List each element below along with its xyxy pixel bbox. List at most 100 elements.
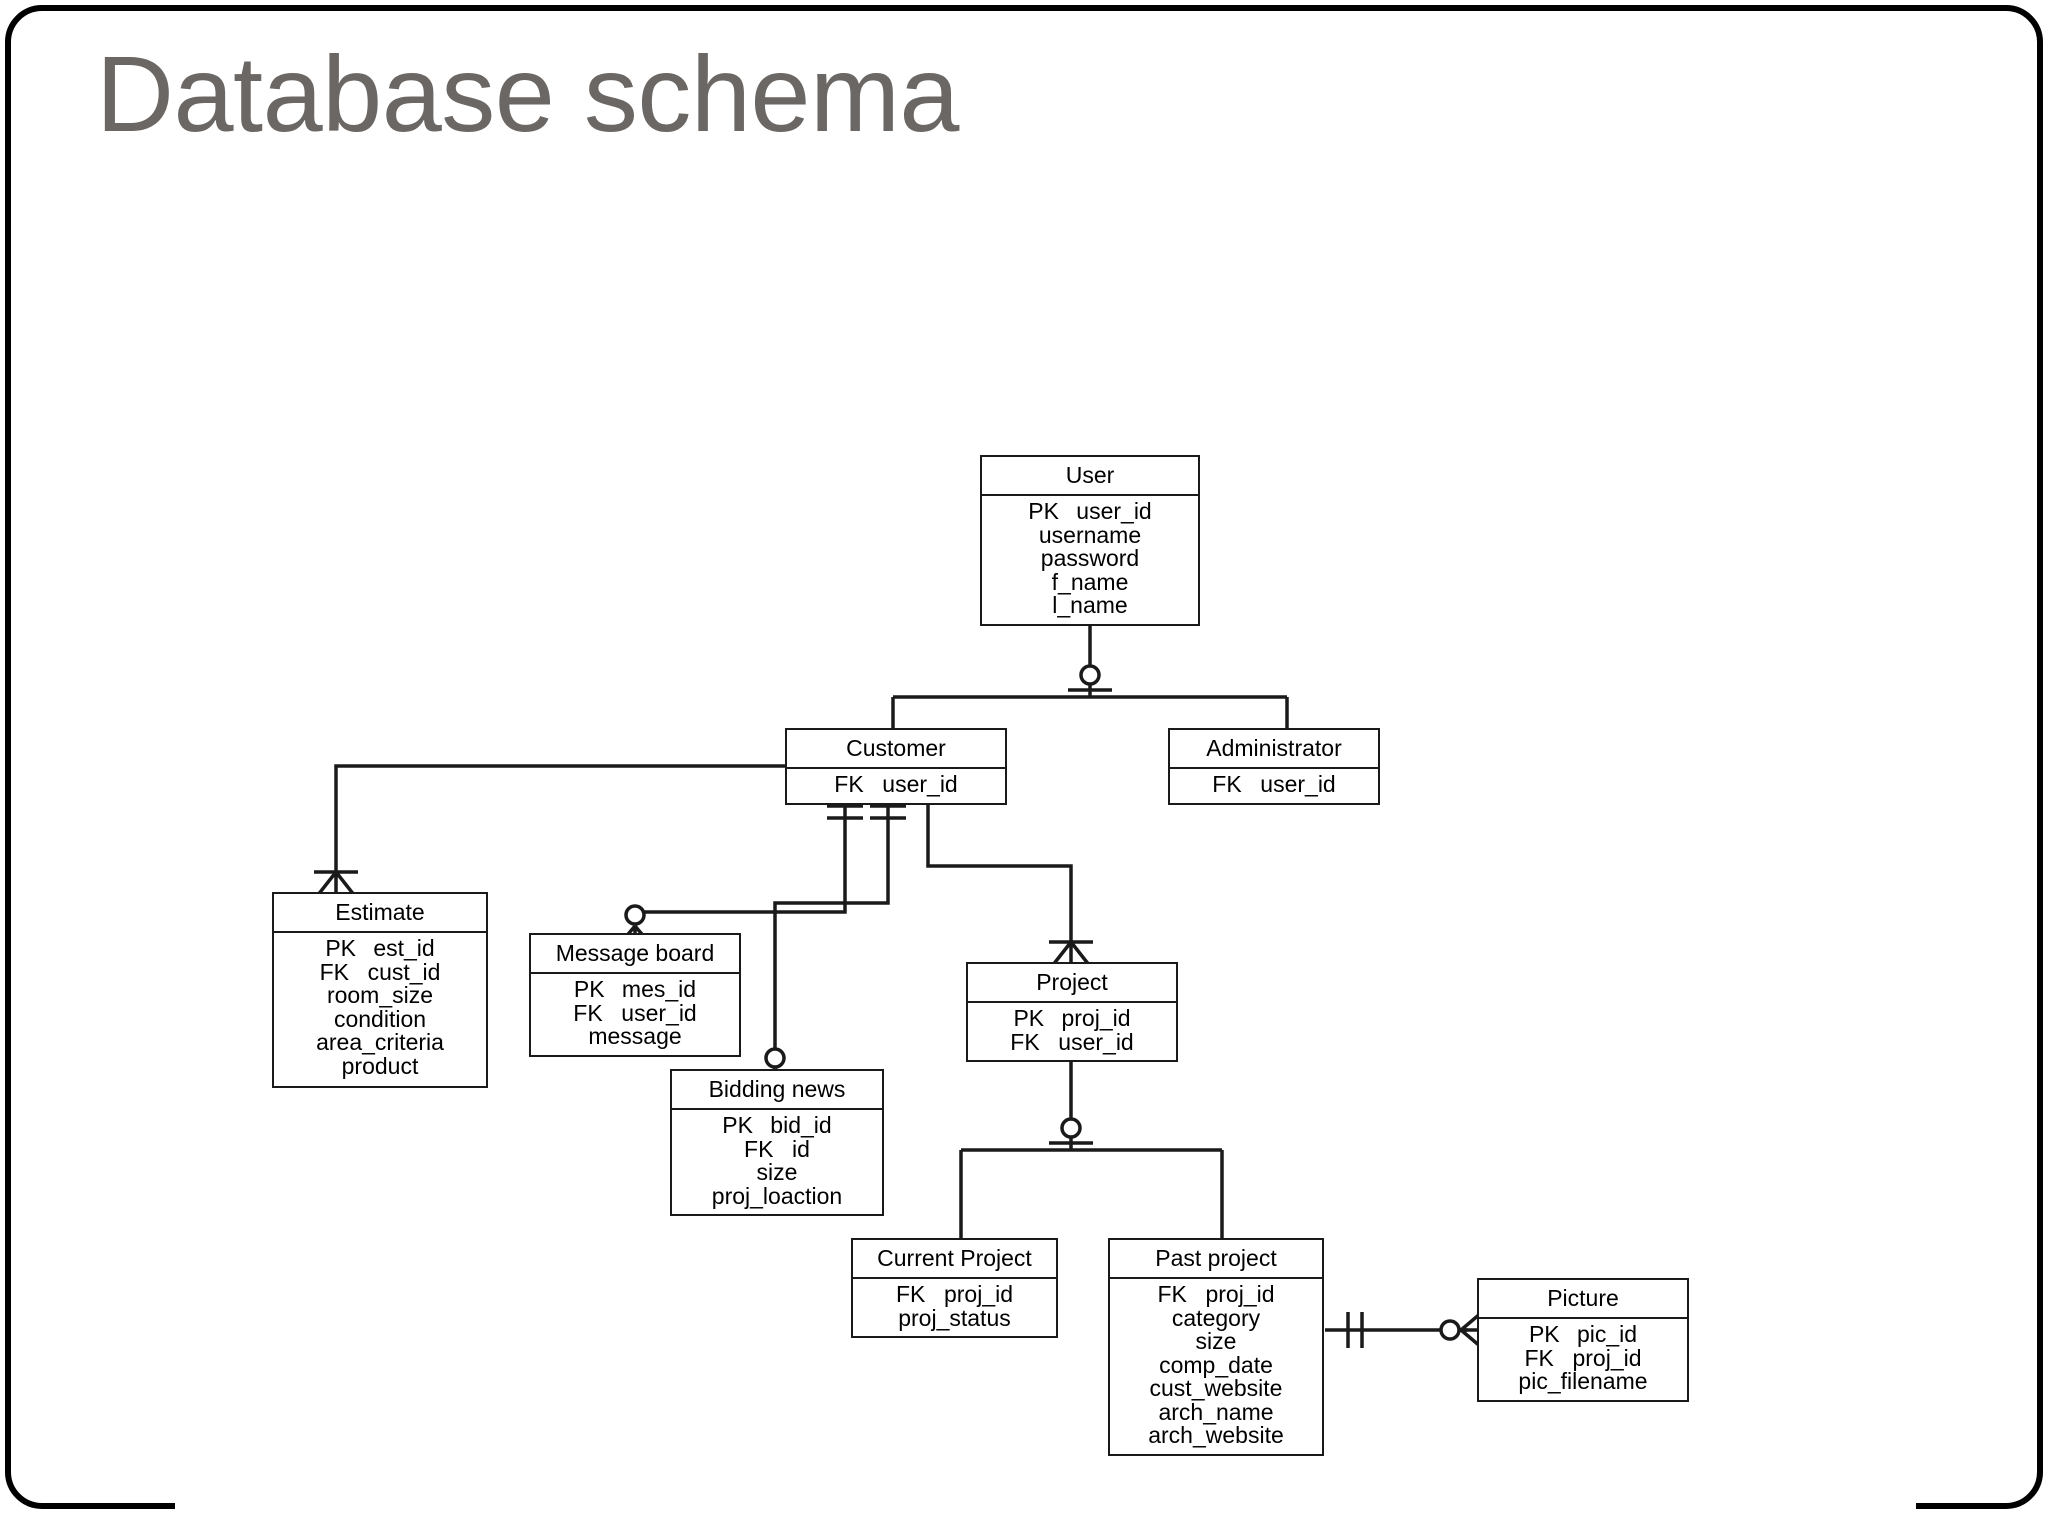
entity-administrator-name: Administrator [1170,730,1378,769]
attribute-name: mes_id [621,976,697,1002]
marker-one-only-one-messageboard [827,804,863,820]
attribute-key: PK [1528,1321,1560,1347]
attribute-name: condition [333,1005,427,1032]
attribute-row: condition [280,1005,480,1032]
attribute-row: category [1116,1304,1316,1331]
attribute-row: arch_website [1116,1423,1316,1448]
attribute-name: size [756,1159,798,1185]
entity-estimate[interactable]: Estimate PK est_id FK cust_id room_size co… [272,892,488,1088]
attribute-key: FK [1212,771,1242,797]
marker-zero-picture [1439,1319,1461,1341]
attribute-row: comp_date [1116,1351,1316,1378]
connector-customer-messageboard [633,790,847,914]
attribute-name: pic_filename [1518,1368,1648,1394]
attribute-name: f_name [1051,568,1129,595]
attribute-name: size [1195,1328,1237,1354]
attribute-name: room_size [326,982,434,1008]
entity-estimate-name: Estimate [274,894,486,933]
connector-customer-estimate [334,764,785,872]
attribute-name: product [341,1052,419,1079]
attribute-row: arch_name [1116,1400,1316,1425]
attribute-row: PK mes_id [537,976,733,1002]
attribute-key: FK [744,1135,774,1162]
attribute-row: proj_loaction [678,1182,876,1209]
entity-message-board[interactable]: Message board PK mes_id FK user_id message [529,933,741,1057]
entity-user-name: User [982,457,1198,496]
attribute-key: FK [573,999,603,1026]
entity-picture-name: Picture [1479,1280,1687,1319]
attribute-row: pic_filename [1485,1368,1681,1394]
attribute-row: f_name [988,568,1192,595]
attribute-row: username [988,521,1192,548]
attribute-row: size [1116,1328,1316,1354]
attribute-name: user_id [621,999,697,1026]
marker-one-only-one-biddingnews [870,804,906,820]
attribute-name: id [792,1135,810,1162]
attribute-name: est_id [373,935,435,961]
attribute-name: proj_status [898,1304,1011,1331]
attribute-name: username [1038,521,1142,548]
attribute-row: FK cust_id [280,958,480,985]
marker-zero-or-one-user [1079,664,1101,686]
attribute-name: proj_loaction [711,1182,843,1209]
marker-zero-or-one-project [1060,1117,1082,1139]
attribute-name: bid_id [770,1112,832,1138]
entity-project-name: Project [968,964,1176,1003]
entity-message-board-name: Message board [531,935,739,974]
entity-past-project-name: Past project [1110,1240,1322,1279]
attribute-name: cust_id [367,958,441,985]
attribute-row: room_size [280,982,480,1008]
entity-customer-name: Customer [787,730,1005,769]
attribute-name: user_id [882,771,958,797]
attribute-key: PK [1028,498,1059,524]
attribute-name: comp_date [1159,1351,1273,1378]
attribute-key: PK [325,935,356,961]
attribute-key: PK [722,1112,753,1138]
attribute-key: FK [319,958,349,985]
attribute-name: message [588,1023,682,1049]
attribute-row: PK bid_id [678,1112,876,1138]
attribute-key: PK [573,976,605,1002]
attribute-row: password [988,546,1192,571]
attribute-row: message [537,1023,733,1049]
attribute-key: FK [1010,1028,1040,1055]
attribute-row: proj_status [859,1304,1050,1331]
attribute-row: size [678,1159,876,1185]
attribute-name: l_name [1052,592,1128,618]
attribute-name: proj_id [1572,1344,1642,1371]
entity-bidding-news[interactable]: Bidding news PK bid_id FK id size proj_loa… [670,1069,884,1216]
attribute-row: product [280,1052,480,1079]
attribute-row: FK user_id [537,999,733,1026]
page-title: Database schema [96,33,960,154]
attribute-name: proj_id [943,1281,1014,1307]
attribute-row: PK est_id [280,935,480,961]
attribute-name: user_id [1058,1028,1134,1055]
attribute-name: category [1171,1304,1261,1331]
attribute-row: cust_website [1116,1376,1316,1401]
attribute-name: proj_id [1205,1281,1275,1307]
entity-bidding-news-name: Bidding news [672,1071,882,1110]
entity-message-board-attributes: PK mes_id FK user_id message [531,974,739,1055]
connector-customer-biddingnews [773,790,890,1048]
